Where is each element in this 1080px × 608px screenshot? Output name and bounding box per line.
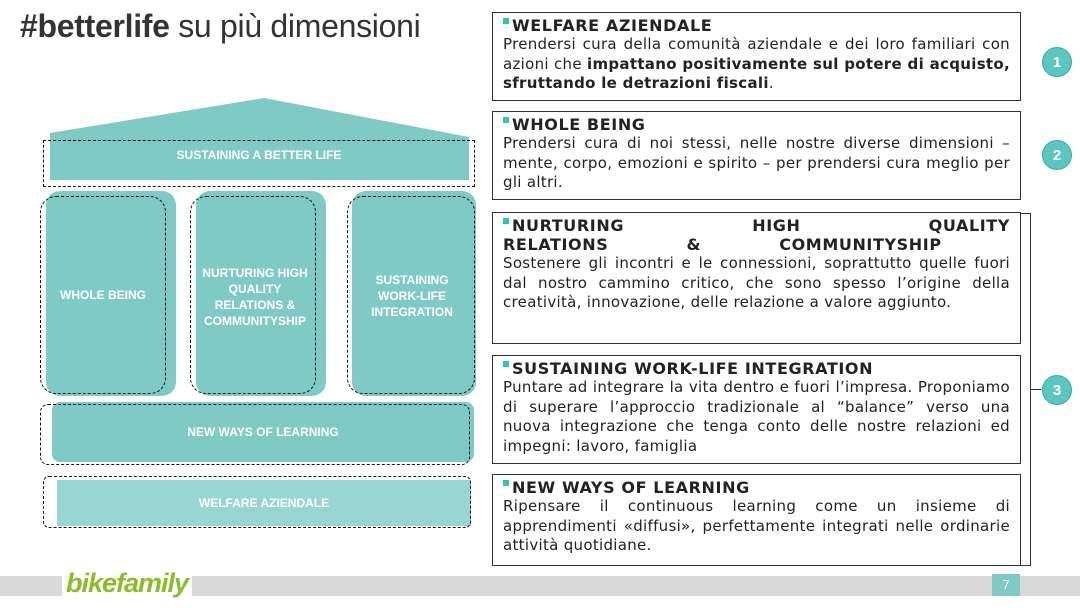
roof-label: SUSTAINING A BETTER LIFE [176,148,342,162]
box-welfare: WELFARE AZIENDALE Prendersi cura della c… [492,12,1021,101]
box-worklife: SUSTAINING WORK-LIFE INTEGRATION Puntare… [492,355,1021,464]
roof-outline [43,140,475,187]
box-learning-text: Ripensare il continuous learning come un… [503,497,1010,554]
box-whole-being: WHOLE BEING Prendersi cura di noi stessi… [492,111,1021,200]
pillar-whole-being [46,191,176,396]
pillar-whole-being-outline [40,196,166,394]
footer-bar [0,576,1080,596]
number-badge-2: 2 [1042,140,1072,170]
learning-bar: NEW WAYS OF LEARNING [52,402,474,462]
title-rest: su più dimensioni [169,8,421,44]
group-bracket [1021,213,1031,566]
bullet-square-icon [503,480,509,486]
pillar-whole-being-label: WHOLE BEING [60,288,146,302]
box-welfare-heading: WELFARE AZIENDALE [503,16,1010,35]
pillar-worklife-label: SUSTAINING WORK-LIFE INTEGRATION [371,273,453,319]
box-relations-heading: NURTURING HIGH QUALITY RELATIONS & COMMU… [503,216,1010,254]
pillar-relations-label: NURTURING HIGH QUALITY RELATIONS & COMMU… [202,266,308,328]
box-whole-being-text: Prendersi cura di noi stessi, nelle nost… [503,134,1010,191]
page-number: 7 [992,574,1020,596]
bikefamily-logo: bikefamily [62,568,193,599]
box-learning: NEW WAYS OF LEARNING Ripensare il contin… [492,474,1021,566]
number-badge-3: 3 [1042,375,1072,405]
bullet-square-icon [503,117,509,123]
learning-outline [40,404,470,465]
welfare-bar: WELFARE AZIENDALE [57,480,471,526]
box-whole-being-heading: WHOLE BEING [503,115,1010,134]
bullet-square-icon [503,361,509,367]
box-relations: NURTURING HIGH QUALITY RELATIONS & COMMU… [492,212,1021,344]
box-worklife-text: Puntare ad integrare la vita dentro e fu… [503,378,1010,455]
page-title: #betterlife su più dimensioni [20,8,421,45]
box-relations-text: Sostenere gli incontri e le connessioni,… [503,254,1010,311]
pillar-worklife-outline [347,196,475,394]
bullet-square-icon [503,18,509,24]
roof-shape [50,98,469,180]
welfare-outline [43,476,471,528]
bracket-connector [1031,389,1041,391]
title-hashtag: #betterlife [20,8,170,44]
number-badge-1: 1 [1042,47,1072,77]
pillar-worklife [352,191,476,396]
bullet-square-icon [503,218,509,224]
pillar-relations [196,191,326,396]
box-learning-heading: NEW WAYS OF LEARNING [503,478,1010,497]
box-welfare-text: Prendersi cura della comunità aziendale … [503,35,1010,92]
pillar-relations-outline [190,196,316,394]
box-worklife-heading: SUSTAINING WORK-LIFE INTEGRATION [503,359,1010,378]
